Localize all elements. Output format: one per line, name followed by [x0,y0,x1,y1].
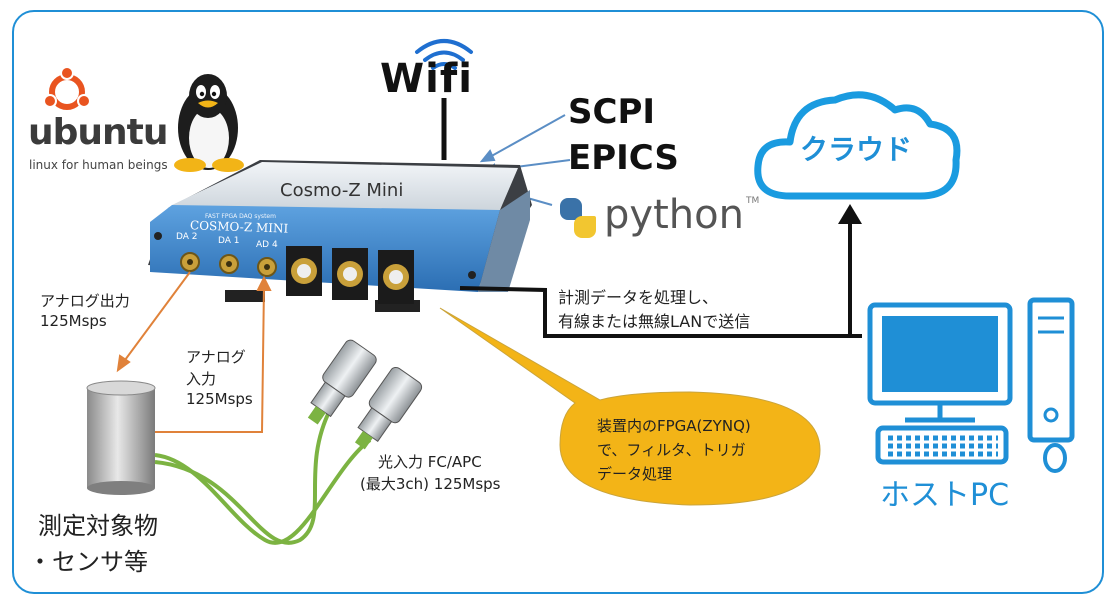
python-wordmark: python [604,192,744,238]
python-trademark: TM [746,196,760,206]
device-port-ad4: AD 4 [256,240,278,250]
analog-out-line1: アナログ出力 [40,292,130,310]
host-pc-label: ホストPC [880,478,1010,513]
callout-line3: データ処理 [597,465,673,483]
cloud-label: クラウド [800,133,913,166]
analog-lines [116,271,272,433]
analog-in-line3: 125Msps [186,390,253,408]
protocol-epics: EPICS [568,138,679,178]
wifi-signal-icon [415,39,473,70]
cloud-icon [754,91,961,200]
optical-cables [154,409,372,545]
lan-text-line2: 有線または無線LANで送信 [558,312,751,331]
analog-out-line2: 125Msps [40,312,107,330]
tux-penguin-icon [174,74,244,172]
fpga-callout-bubble [439,307,821,506]
python-logo-icon [556,196,600,240]
outer-frame [12,10,1104,594]
wifi-logo: Wifi [380,56,473,102]
device-faceplate-small: FAST FPGA DAQ system [205,213,276,220]
ubuntu-logo-icon [43,66,91,110]
callout-line1: 装置内のFPGA(ZYNQ) [597,417,751,435]
device-port-da2: DA 2 [176,232,198,242]
callout-line2: で、フィルタ、トリガ [597,441,746,459]
host-pc-icon [867,297,1075,473]
sma-connectors [180,252,277,277]
target-line2: ・センサ等 [28,548,148,576]
ubuntu-tagline: linux for human beings [29,158,168,172]
fiber-connector-1 [307,339,377,425]
ubuntu-wordmark: ubuntu [28,112,168,153]
cosmo-z-mini-device [148,160,532,312]
protocol-scpi: SCPI [568,92,656,132]
optical-in-line1: 光入力 FC/APC [378,453,482,471]
optical-sockets [286,246,414,304]
sensor-cylinder [86,380,156,495]
device-port-da1: DA 1 [218,236,240,246]
target-line1: 測定対象物 [38,512,158,540]
lan-text-line1: 計測データを処理し、 [558,288,719,307]
analog-in-line1: アナログ [186,348,246,366]
fiber-connector-2 [354,366,423,450]
device-name: Cosmo-Z Mini [280,180,404,201]
optical-in-line2: (最大3ch) 125Msps [360,475,501,493]
lan-cable [459,286,862,338]
cloud-upload-arrow-icon [838,204,862,224]
analog-in-line2: 入力 [186,370,217,388]
device-brand: TOKUDEN [198,283,233,291]
